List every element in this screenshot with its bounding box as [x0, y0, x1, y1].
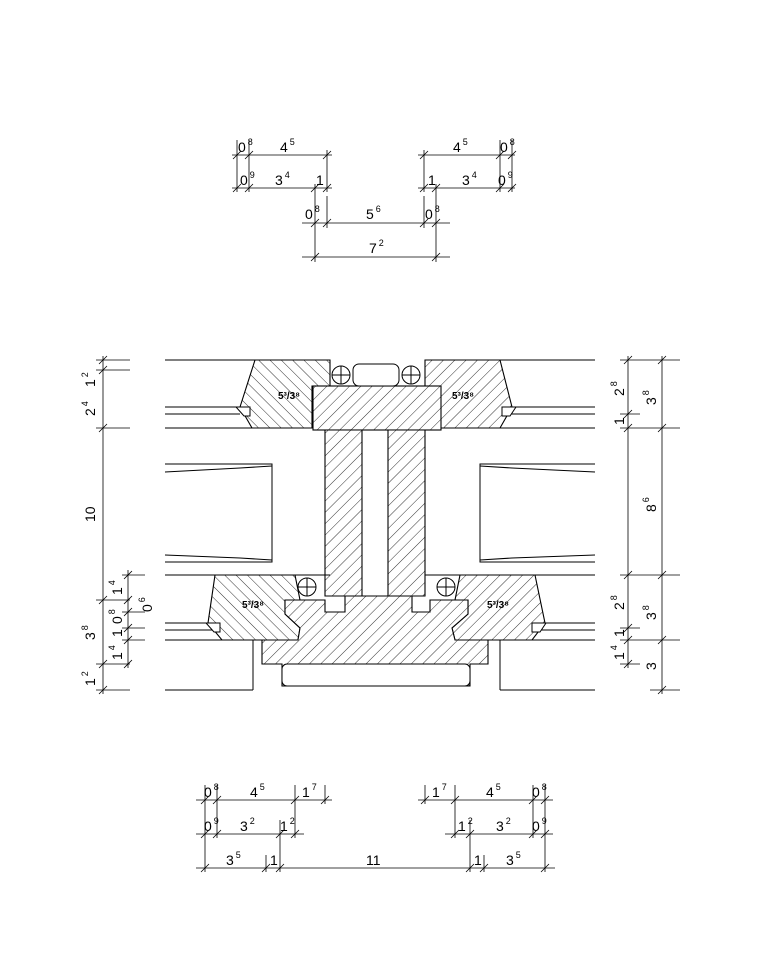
- top-dimension-chain: [232, 140, 517, 262]
- dimension-right_dimensions-d8: 14: [609, 645, 627, 660]
- dimension-right_dimensions-d4: 86: [641, 497, 659, 512]
- dimension-left_dimensions-d3: 10: [82, 506, 98, 522]
- central-web-right: [387, 429, 426, 597]
- dimension-top_dimensions-r_r2_a: 1: [428, 172, 436, 188]
- dimension-right_dimensions-d3: 1: [611, 417, 627, 425]
- dimension-left_dimensions-d4: 14: [107, 580, 125, 595]
- label-bottom-left: 5³/3⁸: [242, 600, 264, 611]
- bottom-dimension-chain: [196, 785, 555, 873]
- central-web-left: [324, 429, 363, 597]
- left-dimension-chain: [96, 355, 145, 695]
- lower-gasket: [281, 663, 471, 687]
- dimension-bottom_dimensions-r3_d: 1: [474, 852, 482, 868]
- dimension-left_dimensions-d10: 12: [80, 671, 98, 686]
- dimension-right_dimensions-d5: 28: [609, 595, 627, 610]
- dimension-left_dimensions-d6: 08: [107, 609, 125, 624]
- dimension-left_dimensions-d2: 24: [80, 401, 98, 416]
- dimension-bottom_dimensions-r3_b: 1: [270, 852, 278, 868]
- upper-gasket: [352, 363, 400, 387]
- dimension-right_dimensions-d7: 1: [611, 629, 627, 637]
- lower-right-lip: [531, 622, 547, 633]
- dimension-right_dimensions-d9: 3: [643, 662, 659, 670]
- dimension-left_dimensions-d5: 06: [137, 597, 155, 612]
- dimension-right_dimensions-d6: 38: [641, 605, 659, 620]
- left-sash: [164, 463, 273, 563]
- label-top-left: 5³/3⁸: [278, 391, 300, 402]
- upper-left-lip: [234, 406, 251, 417]
- dimension-right_dimensions-d1: 28: [609, 381, 627, 396]
- label-bottom-right: 5³/3⁸: [487, 600, 509, 611]
- dimension-top_dimensions-l_r2_c: 1: [316, 172, 324, 188]
- right-dimension-chain: [620, 355, 680, 695]
- right-sash: [479, 463, 596, 563]
- screw-icons-bottom: [297, 577, 456, 597]
- dimension-left_dimensions-d8: 38: [80, 625, 98, 640]
- dimension-left_dimensions-d1: 12: [80, 372, 98, 387]
- dimension-left_dimensions-d7: 1: [109, 629, 125, 637]
- dimension-bottom_dimensions-r3_c: 11: [366, 852, 381, 868]
- screw-icons-top: [331, 365, 421, 385]
- lower-left-lip: [204, 622, 221, 633]
- dimension-right_dimensions-d2: 38: [641, 390, 659, 405]
- upper-cap: [312, 385, 442, 431]
- dimension-left_dimensions-d9: 14: [107, 645, 125, 660]
- label-top-right: 5³/3⁸: [452, 391, 474, 402]
- upper-right-lip: [501, 406, 517, 417]
